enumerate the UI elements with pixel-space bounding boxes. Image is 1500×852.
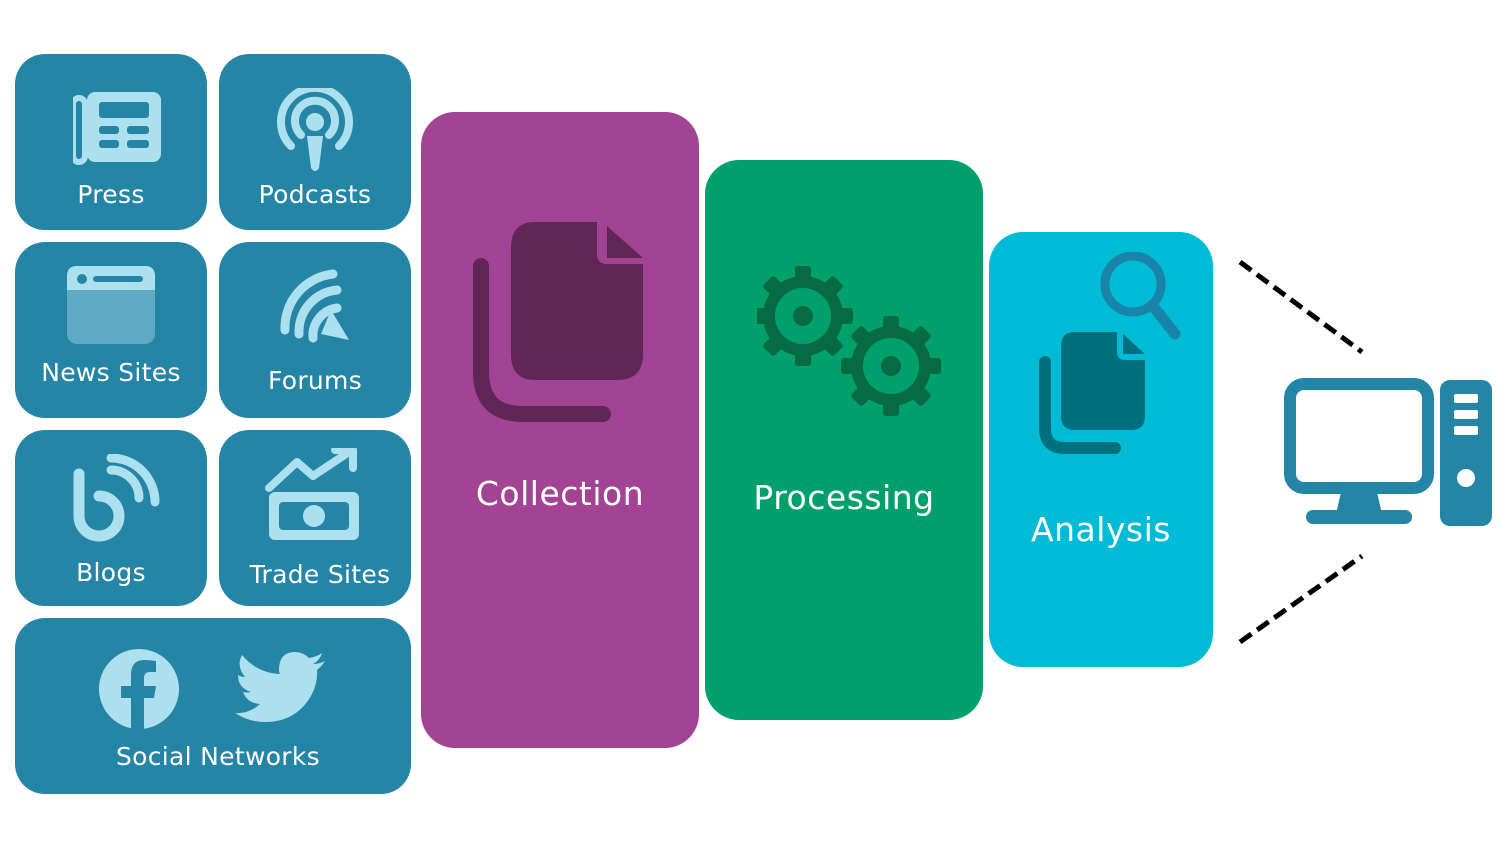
- source-label: Blogs: [76, 558, 146, 587]
- desktop-computer-icon: [1284, 378, 1492, 526]
- blog-icon: [73, 454, 160, 542]
- documents-icon: [473, 222, 643, 422]
- source-tile-press: Press: [15, 54, 207, 230]
- facebook-icon: [99, 649, 179, 730]
- source-label: Press: [77, 180, 145, 209]
- podcast-icon: [277, 88, 353, 171]
- source-tile-trade-sites: Trade Sites: [219, 430, 411, 606]
- source-tile-news-sites: News Sites: [15, 242, 207, 418]
- gears-icon: [757, 266, 941, 416]
- money-trend-icon: [265, 448, 359, 540]
- source-label: Podcasts: [258, 180, 372, 209]
- source-tile-social-networks: Social Networks: [15, 618, 411, 794]
- document-search-icon: [1039, 252, 1181, 454]
- stage-label: Analysis: [1031, 510, 1171, 549]
- source-tile-blogs: Blogs: [15, 430, 207, 606]
- source-tile-podcasts: Podcasts: [219, 54, 411, 230]
- newspaper-icon: [73, 92, 161, 165]
- source-label: News Sites: [41, 358, 181, 387]
- twitter-icon: [235, 652, 325, 722]
- stage-label: Processing: [753, 478, 935, 517]
- browser-window-icon: [67, 266, 155, 344]
- source-label: Social Networks: [116, 742, 320, 771]
- stage-collection: Collection: [421, 112, 699, 748]
- source-label: Trade Sites: [249, 560, 391, 589]
- stage-label: Collection: [475, 474, 645, 513]
- source-tile-forums: Forums: [219, 242, 411, 418]
- connector-bottom: [1238, 553, 1364, 645]
- forum-feed-icon: [280, 269, 349, 343]
- stage-processing: Processing: [705, 160, 983, 720]
- stage-analysis: Analysis: [989, 232, 1213, 667]
- connector-top: [1238, 259, 1364, 355]
- source-label: Forums: [267, 366, 363, 395]
